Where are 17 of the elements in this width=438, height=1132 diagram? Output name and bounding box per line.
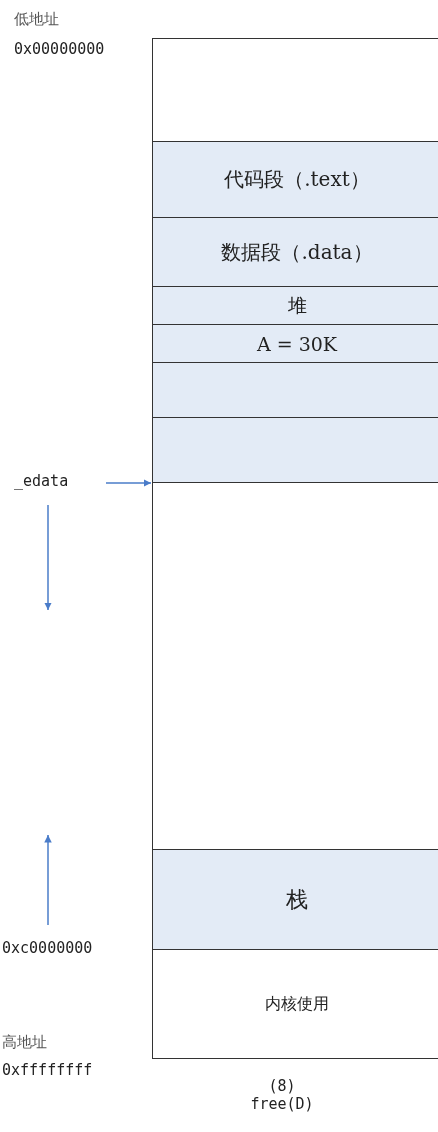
memory-segment: 堆 xyxy=(152,286,438,325)
address-label: 0x00000000 xyxy=(14,40,105,58)
memory-segment xyxy=(152,362,438,418)
memory-segment xyxy=(152,38,438,142)
address-caption: 低地址 xyxy=(14,10,59,28)
memory-segment: 数据段（.data） xyxy=(152,217,438,287)
memory-segment: 栈 xyxy=(152,849,438,950)
memory-segment xyxy=(152,417,438,483)
arrow xyxy=(105,479,152,487)
caption: (8) free(D) xyxy=(249,1077,315,1113)
address-label: _edata xyxy=(14,472,69,490)
address-label: 0xffffffff xyxy=(2,1061,93,1079)
memory-segment: 代码段（.text） xyxy=(152,141,438,218)
memory-segment: 内核使用 xyxy=(152,949,438,1059)
address-caption: 高地址 xyxy=(2,1033,47,1051)
memory-segment: A = 30K xyxy=(152,324,438,363)
address-label: 0xc0000000 xyxy=(2,939,93,957)
